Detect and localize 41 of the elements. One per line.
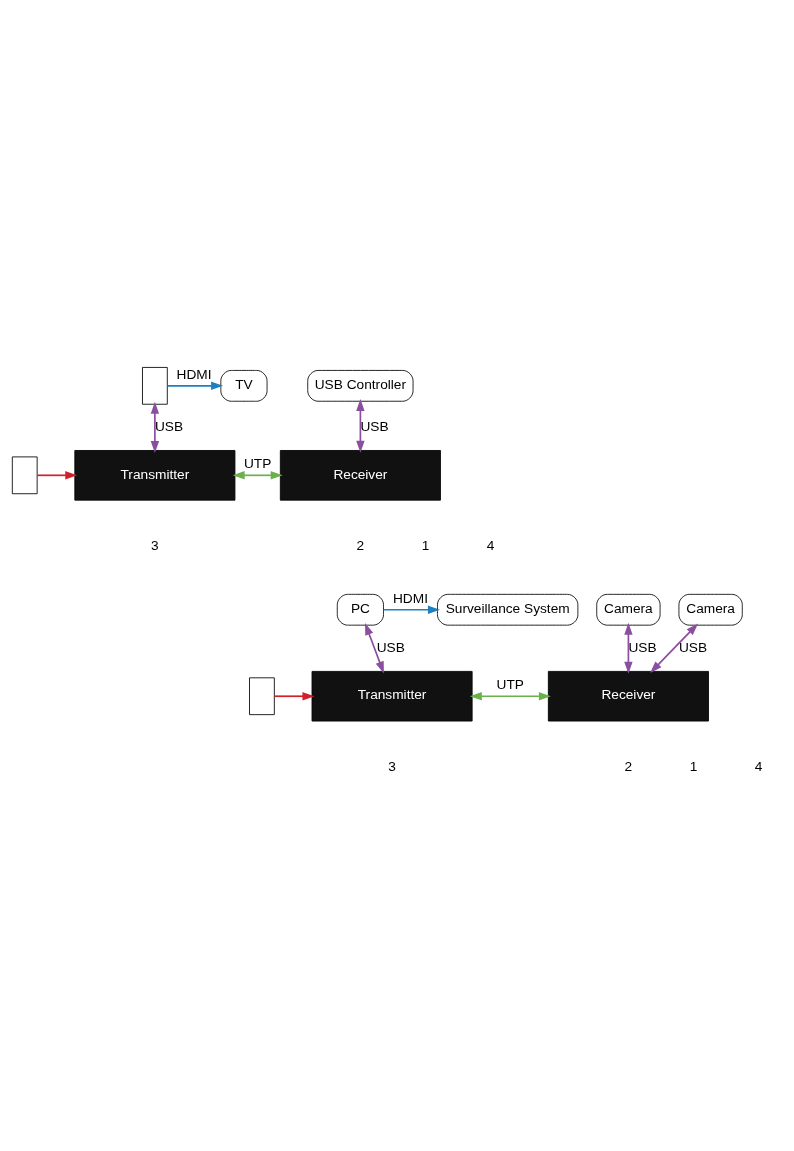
node-box: Receiver bbox=[279, 450, 441, 501]
arrow bbox=[150, 401, 160, 453]
edge-label: USB bbox=[628, 639, 657, 655]
label: 3 bbox=[388, 759, 396, 775]
edge-label: HDMI bbox=[176, 366, 212, 382]
label: 2 bbox=[356, 538, 365, 554]
node-box bbox=[142, 367, 168, 405]
arrow bbox=[469, 692, 551, 701]
edge-label: HDMI bbox=[392, 590, 428, 606]
label: 3 bbox=[151, 538, 159, 554]
arrow bbox=[650, 623, 699, 673]
label: 4 bbox=[486, 538, 495, 554]
edge-label: USB bbox=[376, 639, 405, 655]
arrow bbox=[273, 692, 315, 701]
node-box: PC bbox=[336, 593, 384, 626]
edge-label: UTP bbox=[243, 456, 272, 472]
arrow bbox=[365, 622, 384, 674]
label: 2 bbox=[624, 759, 633, 775]
label: 1 bbox=[421, 538, 430, 554]
label: 4 bbox=[754, 759, 763, 775]
node-box: Transmitter bbox=[311, 670, 473, 722]
node-box bbox=[249, 677, 275, 716]
node-box: Camera bbox=[596, 593, 661, 626]
arrow bbox=[382, 605, 440, 614]
arrow bbox=[166, 381, 224, 391]
node-box: USB Controller bbox=[307, 370, 414, 402]
edge-label: USB bbox=[678, 639, 708, 655]
node-box: Surveillance System bbox=[437, 593, 579, 626]
arrow bbox=[36, 471, 78, 480]
arrow bbox=[232, 471, 283, 480]
arrow bbox=[624, 622, 633, 674]
node-box: Receiver bbox=[547, 670, 709, 722]
edge-label: USB bbox=[154, 418, 184, 434]
node-box: TV bbox=[220, 370, 268, 402]
node-box bbox=[11, 456, 38, 495]
edge-label: USB bbox=[360, 418, 389, 434]
label: 1 bbox=[689, 759, 698, 775]
node-box: Camera bbox=[678, 593, 743, 626]
edge-label: UTP bbox=[496, 677, 524, 693]
node-box: Transmitter bbox=[74, 450, 236, 501]
arrow bbox=[356, 399, 365, 453]
